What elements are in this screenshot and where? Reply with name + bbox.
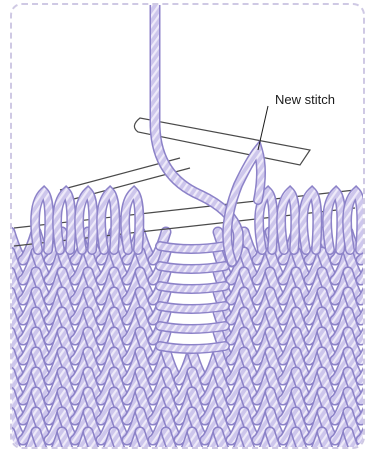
ladder-strand-texture bbox=[160, 286, 225, 289]
ladder-strand-texture bbox=[160, 246, 225, 249]
ladder-strand-texture bbox=[160, 266, 225, 269]
new-stitch-label: New stitch bbox=[275, 92, 335, 107]
needle-loops bbox=[35, 192, 361, 250]
ladder-strand-texture bbox=[160, 306, 225, 309]
ladder-strand-texture bbox=[160, 346, 225, 349]
ladder-strand-texture bbox=[160, 326, 225, 329]
